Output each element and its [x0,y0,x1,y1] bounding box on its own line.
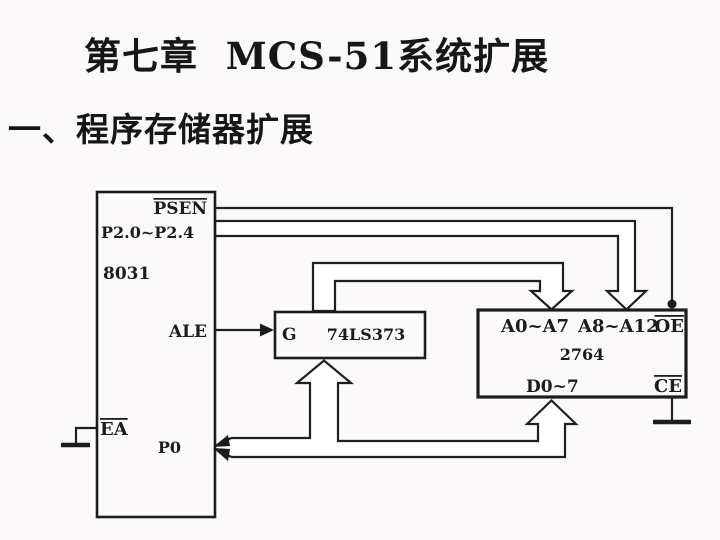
ale-label: ALE [168,322,207,342]
latch-output-bus [311,261,575,313]
eprom-oe-label: OE [655,316,684,337]
eprom-ce-label: CE [654,376,682,397]
latch-name-label: 74LS373 [327,325,405,344]
labels: PSEN P2.0~P2.4 8031 ALE EA P0 G 74LS373 … [100,199,684,457]
p0-pin-arrows [213,435,232,461]
slide-subtitle: 一、程序存储器扩展 [8,110,314,149]
p0-data-bus [231,359,579,459]
p0-arrowhead-upper [213,435,230,447]
psen-label: PSEN [153,199,207,219]
p0-label: P0 [158,438,181,457]
latch-gate-label: G [282,325,297,345]
ale-arrowhead [260,323,274,337]
p2-address-bus [213,219,649,312]
eprom-data-label: D0~7 [526,377,579,397]
psen-to-oe-wire [215,206,674,301]
ea-ground-wire [74,426,97,443]
latch-box [273,310,427,360]
p0-arrowhead-lower [213,448,230,461]
eprom-name-label: 2764 [560,345,605,364]
wires [61,206,691,461]
ea-label: EA [100,419,129,440]
mcu-box [95,190,217,519]
oe-junction-dot [667,299,677,309]
eprom-box [476,308,688,399]
mcu-name-label: 8031 [103,264,150,284]
p2-label: P2.0~P2.4 [101,223,194,242]
slide-title: 第七章 MCS-51系统扩展 [84,34,550,78]
eprom-addr-high-label: A8~A12 [577,316,659,337]
eprom-addr-low-label: A0~A7 [500,316,569,337]
